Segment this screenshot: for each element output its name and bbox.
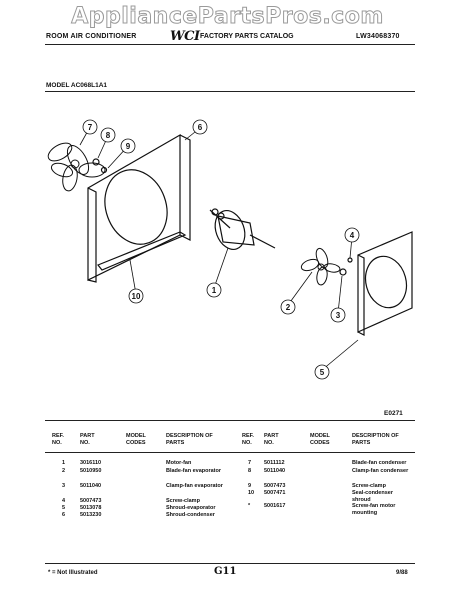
part-ref: 3: [62, 483, 66, 489]
part-number: 5011112: [264, 460, 285, 466]
condenser-clamp: [92, 158, 100, 166]
part-ref: 4: [62, 498, 66, 504]
part-number: 5001617: [264, 503, 286, 509]
part-ref: *: [248, 503, 251, 509]
part-ref: 5: [62, 505, 66, 511]
header-catalog-title: FACTORY PARTS CATALOG: [200, 33, 294, 40]
callout-7: 7: [88, 123, 93, 132]
evaporator-shroud: [357, 231, 413, 336]
callout-9: 9: [126, 142, 131, 151]
condenser-fan-blade: [47, 142, 106, 192]
model-rule: [45, 91, 415, 92]
callout-4: 4: [350, 231, 355, 240]
col-header-part-right: PART NO.: [264, 433, 279, 446]
condenser-shroud: [87, 133, 181, 281]
col-header-description-right: DESCRIPTION OF PARTS: [352, 433, 399, 446]
col-header-model-codes-right: MODEL CODES: [310, 433, 330, 446]
footer-note: * = Not Illustrated: [48, 570, 98, 576]
part-number: 5010950: [80, 468, 102, 474]
callout-3: 3: [336, 311, 341, 320]
header-rule: [45, 44, 415, 45]
part-number: 3016110: [80, 460, 102, 466]
watermark: AppliancePartsPros.com: [71, 4, 384, 30]
condenser-seal: [97, 231, 187, 271]
callout-2: 2: [286, 303, 291, 312]
part-number: 5013230: [80, 512, 102, 518]
diagram-rule: [45, 420, 415, 421]
part-number: 5007473: [80, 498, 102, 504]
part-description: Motor-fan: [166, 460, 192, 466]
part-description: Clamp-fan condenser: [352, 468, 409, 474]
clamp-screw: [347, 257, 353, 263]
part-ref: 10: [248, 490, 255, 496]
callout-6: 6: [198, 123, 203, 132]
page-number: G11: [214, 566, 237, 577]
footer-rule: [45, 563, 415, 564]
part-description: Blade-fan evaporator: [166, 468, 222, 474]
part-number: 5011040: [80, 483, 102, 489]
model-number: MODEL AC068L1A1: [46, 82, 108, 89]
part-description: Shroud-evaporator: [166, 505, 216, 511]
diagram-code: E0271: [384, 410, 403, 417]
screw-clamp: [100, 166, 108, 174]
footer-date: 9/88: [396, 570, 408, 576]
part-ref: 6: [62, 512, 66, 518]
part-ref: 2: [62, 468, 66, 474]
part-description: Seal-condenser shroud: [352, 490, 393, 503]
table-header-rule: [45, 452, 415, 453]
callout-5: 5: [320, 368, 325, 377]
callout-10: 10: [132, 292, 141, 301]
part-ref: 9: [248, 483, 252, 489]
header-doc-number: LW34068370: [356, 33, 400, 40]
fan-motor: [209, 208, 276, 250]
part-ref: 1: [62, 460, 66, 466]
callout-1: 1: [212, 286, 217, 295]
col-header-model-codes: MODEL CODES: [126, 433, 146, 446]
part-ref: 8: [248, 468, 252, 474]
part-description: Clamp-fan evaporator: [166, 483, 223, 489]
col-header-ref-right: REF. NO.: [242, 433, 254, 446]
col-header-description: DESCRIPTION OF PARTS: [166, 433, 213, 446]
evaporator-clamp: [339, 268, 347, 276]
part-ref: 7: [248, 460, 252, 466]
col-header-part: PART NO.: [80, 433, 95, 446]
evaporator-fan-blade: [300, 247, 341, 286]
header-product-type: ROOM AIR CONDITIONER: [46, 33, 137, 40]
part-description: Screw-clamp: [166, 498, 200, 504]
part-number: 5007473: [264, 483, 286, 489]
callout-8: 8: [106, 131, 111, 140]
callout-labels: [79, 119, 360, 380]
part-description: Shroud-condenser: [166, 512, 215, 518]
part-description: Blade-fan condenser: [352, 460, 407, 466]
col-header-ref: REF. NO.: [52, 433, 64, 446]
part-number: 5013078: [80, 505, 102, 511]
exploded-parts-diagram: 1 2 3 4 5 6 7 8 9 10: [47, 119, 413, 380]
part-number: 5007471: [264, 490, 286, 496]
part-description: Screw-clamp: [352, 483, 386, 489]
wci-logo: WCI: [170, 29, 200, 44]
part-number: 5011040: [264, 468, 286, 474]
part-description: Screw-fan motor mounting: [352, 503, 396, 516]
